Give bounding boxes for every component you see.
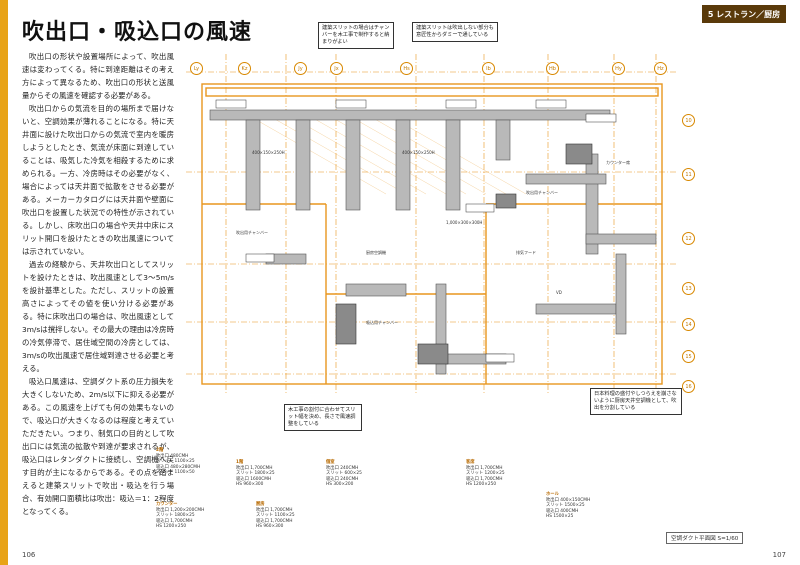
table-row: HS 960×300	[236, 482, 264, 488]
callout-box: 建築スリットの場合はチャンバーを木工事で制作すると納まりがよい	[318, 22, 394, 49]
body-text: 吹出口の形状や設置場所によって、吹出風速は変わってくる。特に到達距離はその考え方…	[22, 50, 174, 518]
callout-box: 日本料理の盛付やしつらえを崩さないように厨房天井空調機として、吹出を分割している	[590, 388, 682, 415]
page-title: 吹出口・吸込口の風速	[22, 20, 253, 45]
table-title: 1階	[236, 460, 244, 465]
airflow-table: 厨房 吹出口 1,700CMH スリット 1100×25 吸込口 1,700CM…	[256, 502, 295, 530]
table-row: スリット 1100×25	[256, 513, 295, 519]
drawing-scale-label: 空調ダクト平面図 S=1/60	[666, 532, 744, 544]
body-paragraph: 吹出口からの気流を目的の場所まで届けないと、空調効果が薄れることになる。特に天井…	[22, 104, 174, 256]
grid-marker: Hs	[400, 62, 413, 75]
svg-text:1,000×300×300H: 1,000×300×300H	[446, 220, 482, 225]
table-title: カウンター	[156, 502, 178, 507]
airflow-table: ホール 吹出口 400×150CMH スリット 1500×25 吸込口 400C…	[546, 492, 590, 520]
table-row: スリット 1200×25	[466, 471, 505, 477]
svg-text:吸込用チャンバー: 吸込用チャンバー	[366, 319, 398, 325]
grid-marker: 11	[682, 168, 695, 181]
table-row: スリット 1800×25	[236, 471, 275, 477]
table-row: HS 960×300	[256, 524, 284, 530]
grid-marker: 15	[682, 350, 695, 363]
grid-marker: Jx	[330, 62, 343, 75]
table-row: 吸込口 1600CMH	[236, 476, 272, 482]
left-accent-bar	[0, 0, 8, 565]
table-title: 厨房	[256, 502, 265, 507]
airflow-tables: 2階 吹出口 480CMH スリット 1100×25 吸込口 480×280CM…	[156, 440, 786, 545]
body-paragraph: 過去の経験から、天井吹出口としてスリットを設けたときは、吹出風速として3～5m/…	[22, 260, 174, 373]
table-row: HS 1500×25	[546, 514, 574, 520]
svg-text:400×150×250H: 400×150×250H	[252, 150, 285, 155]
grid-marker: Jy	[294, 62, 307, 75]
table-row: 吹出口 480CMH	[156, 453, 189, 459]
table-row: スリット 1100×25	[156, 459, 195, 465]
callout-box: 木工事の割付に合わせてスリット幅を決め、長さで風速調整をしている	[284, 404, 362, 431]
table-title: 客席	[466, 460, 475, 465]
grid-marker: 14	[682, 318, 695, 331]
svg-text:排気フード: 排気フード	[516, 249, 536, 255]
airflow-table: 客席 吹出口 1,700CMH スリット 1200×25 吸込口 1,700CM…	[466, 460, 505, 488]
table-row: HS 1200×250	[156, 524, 187, 530]
table-row: 吹出口 400×150CMH	[546, 497, 591, 503]
grid-marker: 16	[682, 380, 695, 393]
svg-text:カウンター席: カウンター席	[606, 159, 630, 165]
airflow-table: 2階 吹出口 480CMH スリット 1100×25 吸込口 480×280CM…	[156, 448, 200, 476]
body-paragraph: 吸込口風速は、空調ダクト系の圧力損失を大きくしないため、2m/s以下に抑える必要…	[22, 377, 174, 516]
grid-marker: 10	[682, 114, 695, 127]
chapter-tag: 5 レストラン／厨房	[702, 5, 786, 23]
page-number-right: 107	[772, 551, 786, 559]
airflow-table: 1階 吹出口 1,700CMH スリット 1800×25 吸込口 1600CMH…	[236, 460, 275, 488]
table-row: 吸込口 400CMH	[546, 508, 579, 514]
body-paragraph: 吹出口の形状や設置場所によって、吹出風速は変わってくる。特に到達距離はその考え方…	[22, 52, 174, 100]
table-row: HS 1200×250	[466, 482, 497, 488]
svg-text:VD: VD	[556, 290, 562, 295]
table-title: ホール	[546, 492, 559, 497]
table-row: スリット 600×25	[326, 471, 362, 477]
grid-marker: Hy	[612, 62, 625, 75]
airflow-table: カウンター 吹出口 1,200×200CMH スリット 1800×25 吸込口 …	[156, 502, 204, 530]
table-row: 吸込口 480×280CMH	[156, 464, 201, 470]
table-row: スリット 1500×25	[546, 503, 585, 509]
duct-floor-plan: 400×150×250H 400×150×250H 吹出用チャンバー 吹出用チャ…	[186, 54, 678, 394]
grid-marker: Hz	[654, 62, 667, 75]
table-title: 個室	[326, 460, 335, 465]
svg-text:吹出用チャンバー: 吹出用チャンバー	[526, 189, 558, 195]
table-row: 吸込口 1,700CMH	[156, 518, 193, 524]
table-row: 吸込口 1,700CMH	[256, 518, 293, 524]
airflow-table: 個室 吹出口 240CMH スリット 600×25 吸込口 240CMH HS …	[326, 460, 362, 488]
callout-box: 建築スリットは吹出しない部分も意匠性からダミーで通している	[412, 22, 498, 42]
grid-marker: Kz	[238, 62, 251, 75]
grid-marker: Ib	[482, 62, 495, 75]
table-row: スリット 1800×25	[156, 513, 195, 519]
table-row: 吹出口 1,700CMH	[466, 465, 503, 471]
table-row: 吸込口 240CMH	[326, 476, 359, 482]
table-row: 吹出口 1,700CMH	[236, 465, 273, 471]
table-row: スリット 1100×50	[156, 470, 195, 476]
svg-text:厨房空調機: 厨房空調機	[366, 249, 386, 255]
table-row: 吹出口 1,200×200CMH	[156, 507, 205, 513]
grid-marker: 13	[682, 282, 695, 295]
page-number-left: 106	[22, 551, 36, 559]
table-row: HS 300×200	[326, 482, 354, 488]
svg-text:吹出用チャンバー: 吹出用チャンバー	[236, 229, 268, 235]
table-title: 2階	[156, 448, 164, 453]
grid-marker: Ly	[190, 62, 203, 75]
table-row: 吹出口 240CMH	[326, 465, 359, 471]
grid-marker: 12	[682, 232, 695, 245]
table-row: 吹出口 1,700CMH	[256, 507, 293, 513]
grid-marker: Hb	[546, 62, 559, 75]
table-row: 吸込口 1,700CMH	[466, 476, 503, 482]
svg-text:400×150×250H: 400×150×250H	[402, 150, 435, 155]
